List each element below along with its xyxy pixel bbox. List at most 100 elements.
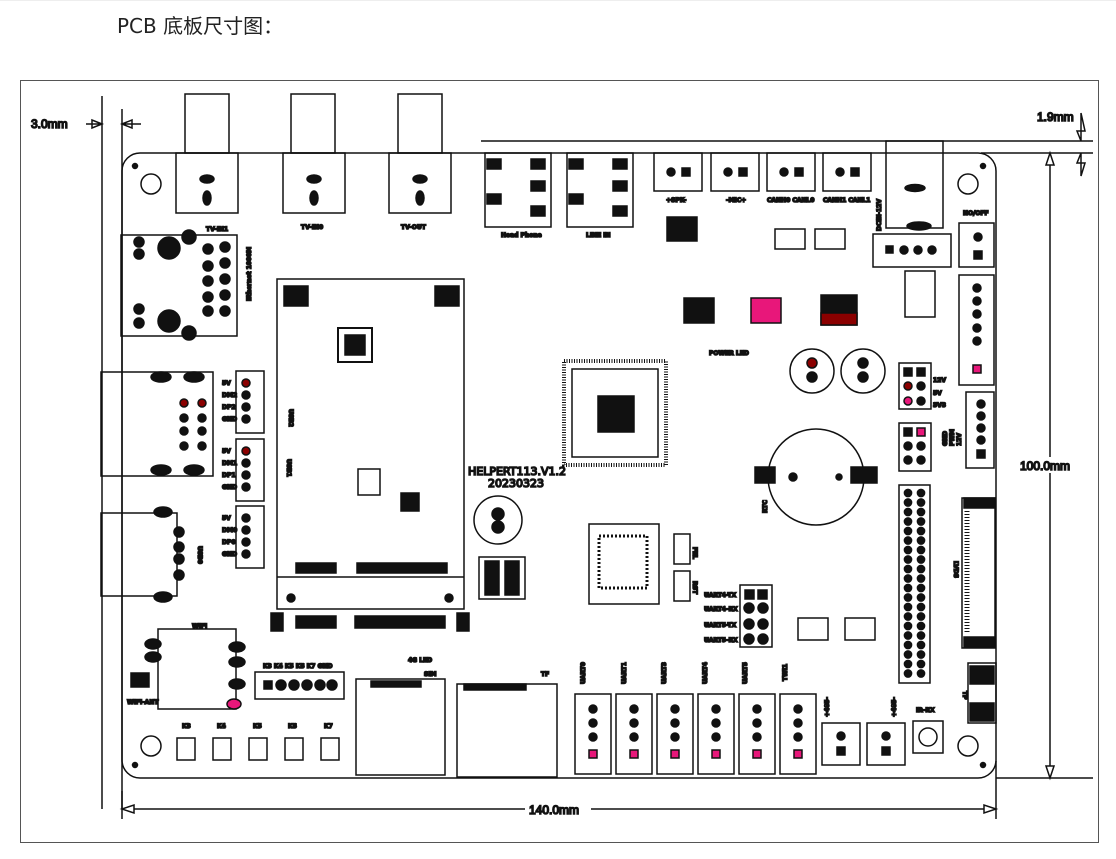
soc-chip (562, 359, 668, 605)
gpio-pin (916, 564, 926, 574)
gpio-pin (916, 517, 926, 526)
label-uart0: UART0 (580, 662, 587, 684)
uart-pin (629, 749, 639, 759)
dimension-left-offset: 3.0mm (30, 96, 141, 809)
uart-pin (670, 732, 680, 742)
usb2-pin-5v: 5V (222, 380, 231, 387)
label-lvds: LVDS (952, 561, 959, 578)
uart-pin (752, 749, 762, 759)
label-can0: CANH0 CANL0 (767, 197, 814, 204)
label-uart3: UART3 (661, 662, 668, 684)
gpio-pin (903, 574, 913, 583)
gpio-pin (916, 526, 926, 536)
height-label: 100.0mm (1020, 459, 1070, 473)
board-model-label: HELPERT113.V1.2 (468, 465, 566, 478)
uart-pin (670, 749, 680, 759)
uart-pin (752, 704, 762, 714)
label-can1: CANH1 CANL1 (823, 197, 870, 204)
label-dcin: DCIN-12V (876, 199, 883, 231)
rtc-battery: RTC (754, 428, 878, 526)
label-uart5-rx: UART5-RX (704, 637, 738, 644)
dc-jack: DCIN-12V NO/OFF (872, 140, 995, 268)
label-wifi: WIFI (192, 623, 207, 630)
uart-pin (793, 704, 803, 714)
gpio-pin (916, 574, 926, 583)
usb0-pin-5v: 5V (222, 515, 231, 522)
gpio-pin (916, 631, 926, 640)
gpio-pin (903, 583, 913, 593)
label-uart4-tx: UART4-TX (704, 592, 737, 599)
ethernet-port: Ethernet 1000M (120, 229, 254, 341)
gpio-pin (916, 602, 926, 612)
uart-port-connector (656, 693, 694, 775)
usb0-pin-dp: DP0 (222, 539, 236, 546)
usb2-pin-gnd: GND (222, 416, 237, 423)
usb1-pin-dm: DM1 (222, 460, 237, 467)
gpio-pin (903, 507, 913, 517)
uart-pin (629, 704, 639, 714)
gpio-pin (903, 526, 913, 536)
gpio-pin (916, 669, 926, 678)
label-uart1: UART1 (621, 662, 628, 684)
label-uart4: UART4 (702, 662, 709, 684)
gpio-pin (916, 612, 926, 621)
usb1-pin-dp: DP1 (222, 472, 236, 479)
uart-port-connector (615, 693, 653, 775)
uart-pin (793, 732, 803, 742)
uart-pin (711, 718, 721, 728)
label-k4: K4 (217, 723, 226, 730)
power-components (683, 270, 936, 394)
audio-jacks: Head Phone LINE IN (484, 152, 634, 240)
usb-ports (100, 371, 214, 603)
mounting-holes (131, 162, 987, 769)
label-5v: 5V (933, 390, 942, 397)
uart-pin (588, 749, 598, 759)
gpio-pin (916, 640, 926, 650)
label-ir-rx: IR-RX (916, 707, 935, 714)
uart-pin (711, 704, 721, 714)
gpio-header-pins (903, 488, 926, 678)
key-header: K3 K4 K5 K6 K7 GND (254, 662, 345, 700)
usb0-pin-dm: DM0 (222, 527, 237, 534)
label-usb0: USB0 (196, 546, 203, 564)
gpio-pin (903, 536, 913, 545)
right-headers: 12V 5V 3V3 GND PWM 12V LVDS (898, 274, 997, 724)
label-4g-led: 4G LED (408, 657, 432, 664)
uart-pin (793, 749, 803, 759)
gpio-pin (916, 536, 926, 545)
label-usb1: USB1 (285, 459, 292, 477)
gpio-pin (916, 488, 926, 498)
uart-ports (574, 693, 817, 775)
gpio-pin (903, 640, 913, 650)
gpio-pin (903, 669, 913, 678)
rca-jacks: TV-IN1 TV-IN0 TV-OUT (175, 93, 452, 234)
label-uart5: UART5 (742, 662, 749, 684)
label-tv-in0: TV-IN0 (301, 224, 323, 231)
gpio-pin (903, 650, 913, 659)
board-date-label: 20230323 (488, 477, 544, 490)
label-tv-in1: TV-IN1 (206, 226, 228, 233)
gpio-pin (903, 602, 913, 612)
gpio-pin (916, 659, 926, 669)
gpio-pin (903, 659, 913, 669)
label-fel: FEL (691, 547, 698, 559)
page-heading: PCB 底板尺寸图： (117, 14, 284, 38)
label-12v: 12V (933, 377, 946, 384)
label-rtc: RTC (762, 500, 769, 513)
uart-header: UART4-TX UART4-RX UART5-TX UART5-RX (703, 584, 876, 648)
uart-pin (793, 718, 803, 728)
uart-pin (588, 732, 598, 742)
dimension-height: 100.0mm (996, 150, 1093, 781)
uart-port-connector (738, 693, 776, 775)
usb0-pin-gnd: GND (222, 551, 237, 558)
gpio-pin (903, 545, 913, 555)
gpio-pin (916, 621, 926, 631)
label-uart5-tx: UART5-TX (704, 622, 737, 629)
uart-port-connector (574, 693, 612, 775)
label-sim: SIM (424, 671, 437, 678)
label-uart4-rx: UART4-RX (704, 606, 738, 613)
sim-tf-slots: 4G LED SIM TF (355, 656, 558, 778)
width-label: 140.0mm (529, 803, 579, 817)
uart-port-connector (697, 693, 735, 775)
dimension-top-offset: 1.9mm (481, 109, 1093, 177)
